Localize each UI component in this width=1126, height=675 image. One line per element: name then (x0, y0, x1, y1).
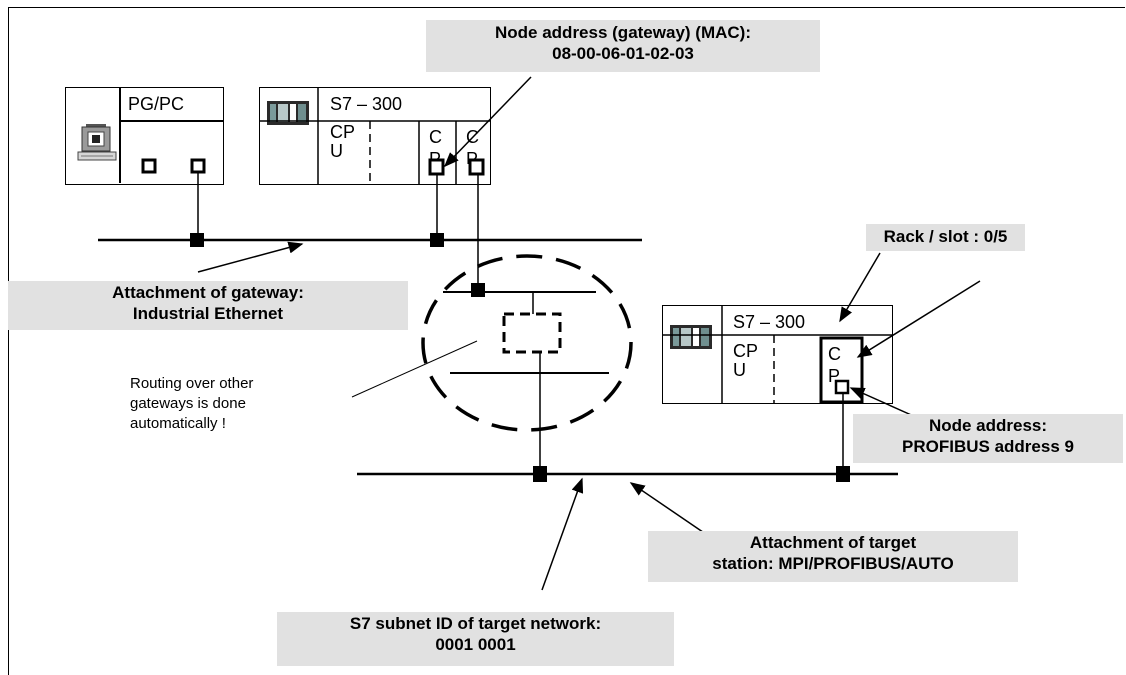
callout-node-address-profibus: Node address: PROFIBUS address 9 (853, 414, 1123, 463)
callout-node-address-profibus-text: Node address: PROFIBUS address 9 (902, 416, 1074, 456)
callout-attachment-target-text: Attachment of target station: MPI/PROFIB… (712, 533, 954, 573)
callout-attachment-gateway-text: Attachment of gateway: Industrial Ethern… (112, 283, 304, 323)
pgpc-title: PG/PC (128, 94, 185, 114)
diagram-frame (8, 7, 1125, 675)
s7-right-title: S7 – 300 (733, 312, 806, 332)
callout-rack-slot: Rack / slot : 0/5 (866, 224, 1025, 251)
callout-subnet-id: S7 subnet ID of target network: 0001 000… (277, 612, 674, 666)
s7-right-cpu-label: CP U (733, 341, 759, 380)
routing-note: Routing over other gateways is done auto… (130, 375, 254, 432)
callout-rack-slot-text: Rack / slot : 0/5 (883, 227, 1008, 246)
callout-node-address-gateway-text: Node address (gateway) (MAC): 08-00-06-0… (495, 23, 751, 63)
callout-attachment-gateway: Attachment of gateway: Industrial Ethern… (8, 281, 408, 330)
s7-top-title: S7 – 300 (330, 94, 403, 114)
callout-subnet-id-text: S7 subnet ID of target network: 0001 000… (349, 614, 602, 654)
s7-right-cp-label: C P (828, 344, 841, 382)
plc-module-icon (670, 325, 712, 349)
s7-top-cpu-label: CP U (330, 122, 356, 161)
computer-icon (77, 124, 117, 161)
callout-attachment-target: Attachment of target station: MPI/PROFIB… (648, 531, 1018, 582)
port-icon (141, 158, 850, 395)
callout-node-address-gateway: Node address (gateway) (MAC): 08-00-06-0… (426, 20, 820, 72)
